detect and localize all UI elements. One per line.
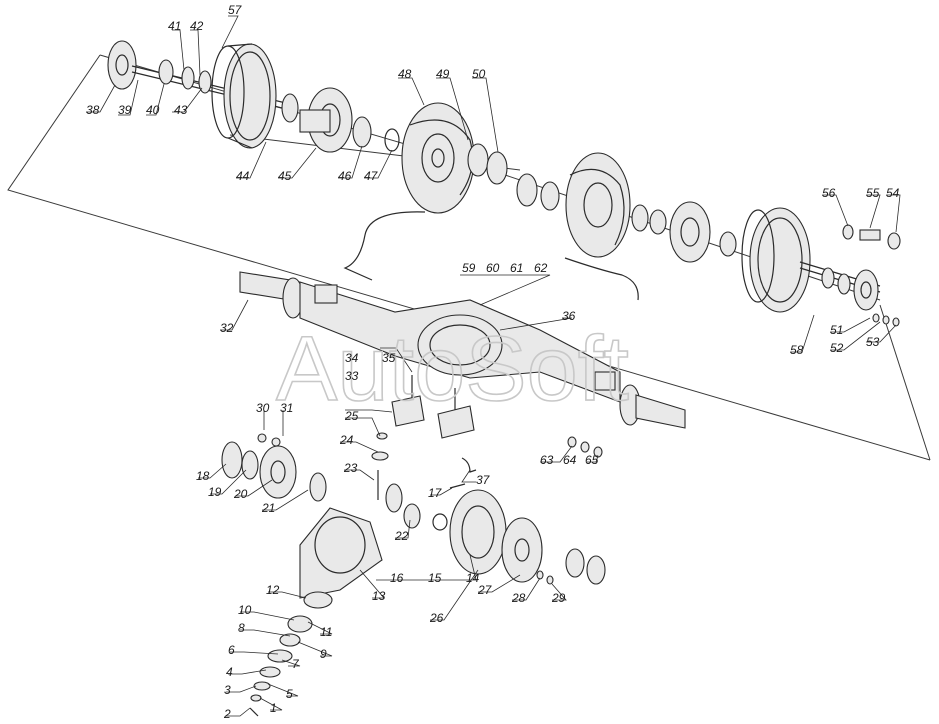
callout-label-45: 45 xyxy=(278,169,292,183)
callout-label-7: 7 xyxy=(292,657,300,671)
callout-label-15: 15 xyxy=(428,571,442,585)
callout-label-28: 28 xyxy=(511,591,526,605)
callout-label-31: 31 xyxy=(280,401,293,415)
callout-label-36: 36 xyxy=(562,309,576,323)
callout-label-26: 26 xyxy=(429,611,444,625)
callout-label-34: 34 xyxy=(345,351,359,365)
axle-housing-group xyxy=(239,271,686,458)
callout-label-2: 2 xyxy=(223,707,231,721)
callout-label-11: 11 xyxy=(320,625,332,639)
callout-label-13: 13 xyxy=(372,589,386,603)
callout-label-8: 8 xyxy=(238,621,245,635)
callout-label-64: 64 xyxy=(563,453,577,467)
callout-label-49: 49 xyxy=(436,67,450,81)
callout-label-23: 23 xyxy=(343,461,358,475)
callout-leaders xyxy=(86,15,901,717)
callout-label-42: 42 xyxy=(190,19,204,33)
callout-label-22: 22 xyxy=(394,529,409,543)
callout-label-18: 18 xyxy=(196,469,210,483)
callout-label-43: 43 xyxy=(174,103,188,117)
callout-label-1: 1 xyxy=(270,701,277,715)
callout-label-59: 59 xyxy=(462,261,476,275)
callout-label-27: 27 xyxy=(477,583,493,597)
callout-label-19: 19 xyxy=(208,485,222,499)
callout-label-46: 46 xyxy=(338,169,352,183)
callout-label-20: 20 xyxy=(233,487,248,501)
callout-label-25: 25 xyxy=(344,409,359,423)
callout-label-16: 16 xyxy=(390,571,404,585)
callout-label-54: 54 xyxy=(886,186,900,200)
callout-label-37: 37 xyxy=(476,473,491,487)
callout-label-60: 60 xyxy=(486,261,500,275)
callout-label-29: 29 xyxy=(551,591,566,605)
callout-label-33: 33 xyxy=(345,369,359,383)
callout-label-5: 5 xyxy=(286,687,293,701)
watermark-text: AutoSoft xyxy=(276,318,629,420)
callout-label-47: 47 xyxy=(364,169,379,183)
callout-label-32: 32 xyxy=(220,321,234,335)
callout-label-4: 4 xyxy=(226,665,233,679)
callout-label-57: 57 xyxy=(228,3,243,17)
callout-label-10: 10 xyxy=(238,603,252,617)
callout-label-48: 48 xyxy=(398,67,412,81)
callout-label-44: 44 xyxy=(236,169,250,183)
callout-label-55: 55 xyxy=(866,186,880,200)
right-brake-hub-drum-group xyxy=(516,152,901,327)
callout-label-6: 6 xyxy=(228,643,235,657)
callout-label-9: 9 xyxy=(320,647,327,661)
callout-label-61: 61 xyxy=(510,261,523,275)
callout-label-62: 62 xyxy=(534,261,548,275)
callout-label-52: 52 xyxy=(830,341,844,355)
left-brake-plate-group xyxy=(343,102,508,281)
callout-label-41: 41 xyxy=(168,19,181,33)
callout-label-50: 50 xyxy=(472,67,486,81)
callout-label-58: 58 xyxy=(790,343,804,357)
callout-label-24: 24 xyxy=(339,433,354,447)
callout-label-56: 56 xyxy=(822,186,836,200)
callout-label-21: 21 xyxy=(261,501,275,515)
callout-label-14: 14 xyxy=(466,571,480,585)
callout-label-51: 51 xyxy=(830,323,843,337)
callout-label-65: 65 xyxy=(585,453,599,467)
callout-label-53: 53 xyxy=(866,335,880,349)
callout-label-40: 40 xyxy=(146,103,160,117)
callout-label-17: 17 xyxy=(428,486,443,500)
left-hub-drum-group xyxy=(107,40,400,153)
callout-label-38: 38 xyxy=(86,103,100,117)
callout-label-39: 39 xyxy=(118,103,132,117)
callout-label-3: 3 xyxy=(224,683,231,697)
callout-label-35: 35 xyxy=(382,351,396,365)
callout-label-63: 63 xyxy=(540,453,554,467)
callout-label-30: 30 xyxy=(256,401,270,415)
callout-label-12: 12 xyxy=(266,583,280,597)
differential-group xyxy=(221,375,606,717)
